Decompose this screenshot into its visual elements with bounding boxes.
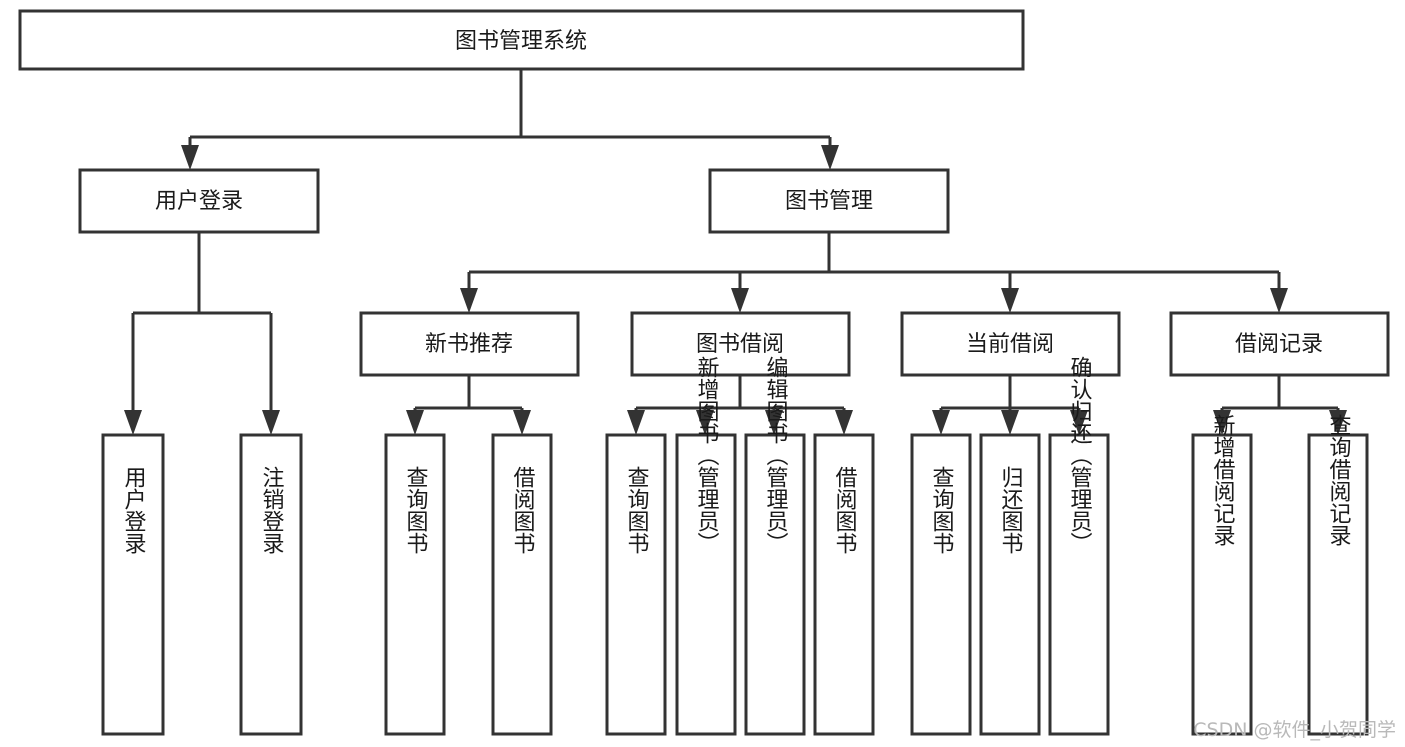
- arrowhead-leaf-confirm-return: [1070, 410, 1088, 435]
- connector-group-current-borrow: [932, 375, 1088, 435]
- arrowhead-leaf-add-book: [696, 410, 714, 435]
- node-leaf-user-login-label: 用户登录: [121, 466, 147, 554]
- node-leaf-query-book-3-box[interactable]: [910, 433, 972, 736]
- arrowhead-borrow-record: [1270, 288, 1288, 313]
- arrowhead-book-manage: [821, 145, 839, 170]
- node-leaf-borrow-book-2[interactable]: 借阅图书: [813, 433, 875, 736]
- connector-group-book-borrow: [627, 375, 853, 435]
- arrowhead-leaf-query-book-2: [627, 410, 645, 435]
- node-leaf-query-book-2-box[interactable]: [605, 433, 667, 736]
- node-user-login[interactable]: 用户登录: [78, 168, 320, 234]
- node-leaf-return-book-label: 归还图书: [998, 466, 1024, 554]
- node-borrow-record[interactable]: 借阅记录: [1169, 311, 1390, 377]
- node-leaf-borrow-book-1[interactable]: 借阅图书: [491, 433, 553, 736]
- node-new-book-rec-label: 新书推荐: [425, 332, 513, 357]
- node-leaf-query-book-3[interactable]: 查询图书: [910, 433, 972, 736]
- node-current-borrow[interactable]: 当前借阅: [900, 311, 1121, 377]
- node-root-label: 图书管理系统: [455, 29, 587, 54]
- arrowhead-leaf-user-login: [124, 410, 142, 435]
- arrowhead-book-borrow: [731, 288, 749, 313]
- node-leaf-user-logout-box[interactable]: [239, 433, 303, 736]
- node-leaf-edit-book-box[interactable]: [744, 433, 806, 736]
- node-leaf-add-record-box[interactable]: [1191, 433, 1253, 736]
- node-new-book-rec[interactable]: 新书推荐: [359, 311, 580, 377]
- connector-group-new-book-rec: [406, 375, 531, 435]
- csdn-watermark: CSDN @软件_小贺同学: [1193, 719, 1396, 741]
- node-user-login-box[interactable]: [78, 168, 320, 234]
- node-leaf-return-book[interactable]: 归还图书: [979, 433, 1041, 736]
- node-leaf-add-record[interactable]: 新增借阅记录: [1191, 414, 1253, 736]
- connector-group-borrow-record: [1213, 375, 1347, 435]
- node-book-manage[interactable]: 图书管理: [708, 168, 950, 234]
- arrowhead-leaf-query-book-3: [932, 410, 950, 435]
- arrowhead-current-borrow: [1001, 288, 1019, 313]
- node-leaf-add-book[interactable]: 新增图书（管理员）: [675, 356, 737, 736]
- node-book-borrow[interactable]: 图书借阅: [630, 311, 851, 377]
- node-leaf-add-book-label: 新增图书（管理员）: [694, 356, 720, 554]
- node-root-box[interactable]: [18, 9, 1025, 71]
- node-leaf-query-record[interactable]: 查询借阅记录: [1307, 414, 1369, 736]
- arrowhead-leaf-query-book-1: [406, 410, 424, 435]
- node-leaf-query-book-1[interactable]: 查询图书: [384, 433, 446, 736]
- node-leaf-query-book-2[interactable]: 查询图书: [605, 433, 667, 736]
- node-leaf-borrow-book-1-label: 借阅图书: [510, 466, 536, 554]
- node-current-borrow-label: 当前借阅: [966, 332, 1054, 357]
- node-root[interactable]: 图书管理系统: [18, 9, 1025, 71]
- arrowhead-leaf-edit-book: [765, 410, 783, 435]
- arrowhead-leaf-query-record: [1329, 410, 1347, 435]
- node-leaf-confirm-return-box[interactable]: [1048, 433, 1110, 736]
- node-leaf-add-record-label: 新增借阅记录: [1210, 414, 1236, 546]
- arrowhead-leaf-borrow-book-2: [835, 410, 853, 435]
- node-book-manage-box[interactable]: [708, 168, 950, 234]
- node-leaf-query-book-3-label: 查询图书: [929, 466, 955, 554]
- node-leaf-user-logout[interactable]: 注销登录: [239, 433, 303, 736]
- node-current-borrow-box[interactable]: [900, 311, 1121, 377]
- node-user-login-label: 用户登录: [155, 189, 243, 214]
- node-leaf-query-record-box[interactable]: [1307, 433, 1369, 736]
- node-leaf-borrow-book-2-box[interactable]: [813, 433, 875, 736]
- arrowhead-new-book-rec: [460, 288, 478, 313]
- node-book-manage-label: 图书管理: [785, 189, 873, 214]
- node-leaf-query-record-label: 查询借阅记录: [1326, 414, 1352, 546]
- node-new-book-rec-box[interactable]: [359, 311, 580, 377]
- connector-group-user-login: [124, 232, 280, 435]
- node-leaf-borrow-book-2-label: 借阅图书: [832, 466, 858, 554]
- arrowhead-leaf-return-book: [1001, 410, 1019, 435]
- arrowhead-leaf-add-record: [1213, 410, 1231, 435]
- node-leaf-query-book-2-label: 查询图书: [624, 466, 650, 554]
- node-leaf-add-book-box[interactable]: [675, 433, 737, 736]
- node-book-borrow-label: 图书借阅: [696, 332, 784, 357]
- arrowhead-leaf-borrow-book-1: [513, 410, 531, 435]
- arrowhead-user-login: [181, 145, 199, 170]
- arrowhead-leaf-user-logout: [262, 410, 280, 435]
- node-leaf-edit-book-label: 编辑图书（管理员）: [763, 356, 789, 554]
- node-leaf-user-login-box[interactable]: [101, 433, 165, 736]
- node-leaf-edit-book[interactable]: 编辑图书（管理员）: [744, 356, 806, 736]
- node-borrow-record-box[interactable]: [1169, 311, 1390, 377]
- connector-group-root: [181, 69, 839, 170]
- node-leaf-user-login[interactable]: 用户登录: [101, 433, 165, 736]
- connector-group-book-manage: [460, 232, 1288, 313]
- node-borrow-record-label: 借阅记录: [1235, 332, 1323, 357]
- node-leaf-return-book-box[interactable]: [979, 433, 1041, 736]
- node-leaf-query-book-1-box[interactable]: [384, 433, 446, 736]
- node-leaf-query-book-1-label: 查询图书: [403, 466, 429, 554]
- node-book-borrow-box[interactable]: [630, 311, 851, 377]
- node-leaf-borrow-book-1-box[interactable]: [491, 433, 553, 736]
- node-leaf-confirm-return[interactable]: 确认归还（管理员）: [1048, 356, 1110, 736]
- node-leaf-confirm-return-label: 确认归还（管理员）: [1067, 356, 1093, 554]
- node-leaf-user-logout-label: 注销登录: [259, 466, 285, 554]
